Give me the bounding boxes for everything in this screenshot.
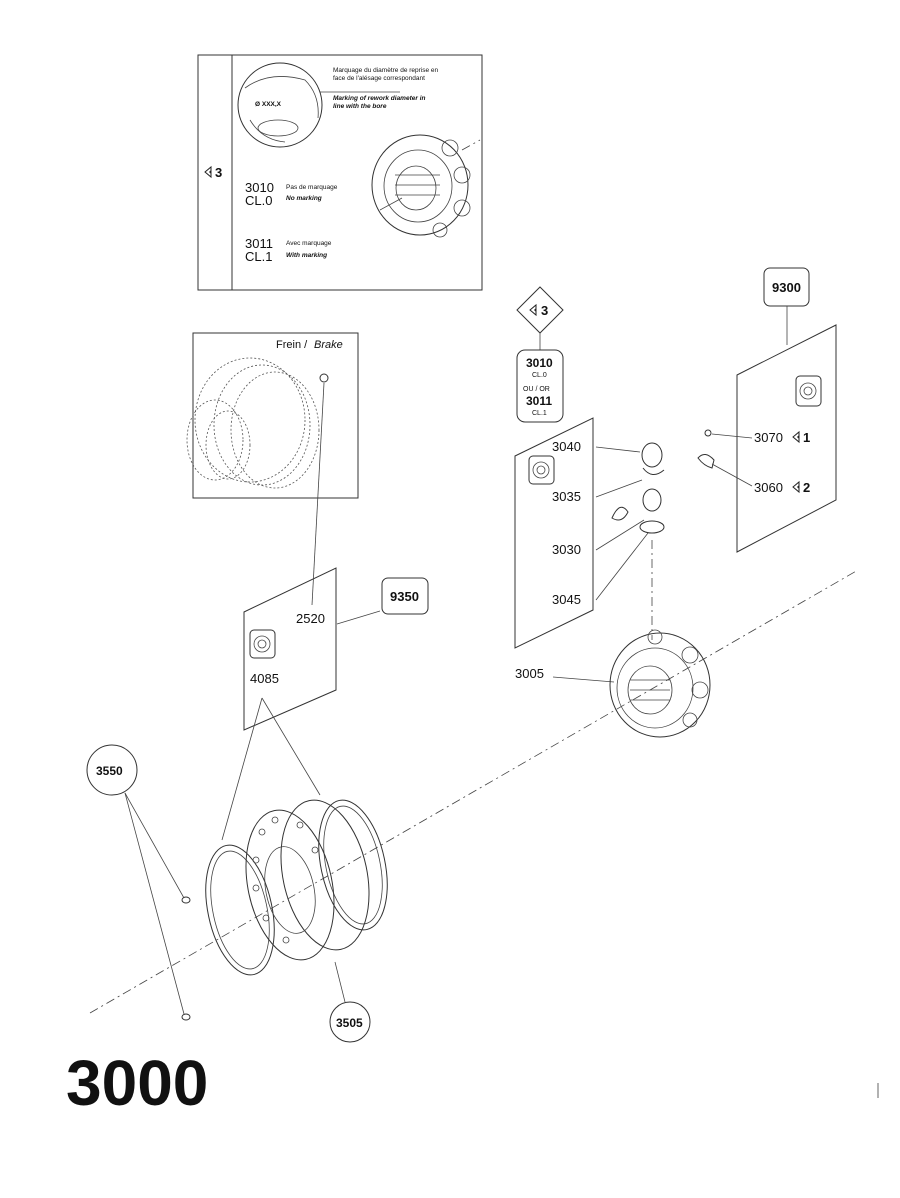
note-fr-line1: Marquage du diamètre de reprise en [333, 67, 439, 74]
screw-upper [181, 896, 191, 904]
kit-card-icon [528, 455, 555, 485]
variant-b-fr: Avec marquage [286, 240, 332, 247]
variant-a-en: No marking [286, 195, 322, 202]
detail-ref-number: 3 [215, 165, 222, 180]
seal-ring-right [318, 799, 388, 931]
center-class-a: CL.0 [532, 372, 547, 379]
bubble-3550: 3550 [96, 764, 123, 778]
housing-3505 [245, 799, 370, 961]
part-3070: 3070 [754, 430, 783, 445]
reference-diamond-icon [792, 480, 800, 494]
variant-a-fr: Pas de marquage [286, 184, 338, 191]
reference-diamond-icon [792, 430, 800, 444]
center-part-b: 3011 [526, 394, 552, 408]
bearing-detail-drawing [371, 134, 481, 238]
detail-box: 3 Ø XXX,X Marquage du diamètre de repris… [197, 54, 483, 291]
assembly-axis [89, 569, 859, 1014]
note-fr-line2: face de l'alésage correspondant [333, 75, 425, 82]
zoom-circle [237, 62, 323, 148]
center-ref-number: 3 [541, 303, 548, 318]
center-or-text: OU / OR [523, 386, 550, 393]
brake-title-fr: Frein / [276, 339, 308, 351]
center-diamond [516, 286, 564, 334]
kit-9350: 9350 [390, 589, 419, 604]
kit-card-icon [249, 629, 276, 659]
ref-3060: 2 [803, 480, 810, 495]
part-3030-shape [611, 506, 629, 521]
bubble-3505: 3505 [336, 1016, 363, 1030]
note-en-line2: line with the bore [333, 103, 387, 110]
part-3040-shape [641, 442, 663, 468]
variant-b-en: With marking [286, 252, 327, 259]
part-3060-shape [697, 454, 715, 469]
center-group: 3 3010 CL.0 OU / OR 3011 CL.1 3040 3035 … [514, 286, 711, 738]
center-part-a: 3010 [526, 356, 553, 370]
figure-number: 3000 [66, 1047, 208, 1119]
reference-diamond-icon [529, 303, 537, 317]
kit-9300: 9300 [772, 280, 801, 295]
screw-lower [181, 1013, 191, 1021]
brake-box: Frein / Brake [186, 332, 359, 499]
marking-text: Ø XXX,X [255, 101, 282, 108]
callout-3045: 3045 [552, 592, 581, 607]
ref-3070: 1 [803, 430, 810, 445]
part-3035-shape [642, 488, 662, 512]
right-group: 9300 3070 1 3060 2 [697, 267, 837, 553]
center-class-b: CL.1 [532, 410, 547, 417]
variant-b-part: 3011 [245, 236, 273, 251]
brake-title-en: Brake [314, 339, 343, 351]
part-3070-shape [704, 429, 712, 437]
callout-3035: 3035 [552, 489, 581, 504]
part-4085: 4085 [250, 671, 279, 686]
callout-3030: 3030 [552, 542, 581, 557]
callout-3005: 3005 [515, 666, 544, 681]
bearing-3005 [609, 629, 711, 738]
variant-a-class: CL.0 [245, 193, 272, 208]
part-2520: 2520 [296, 611, 325, 626]
part-3045-ring [639, 520, 665, 534]
reference-diamond-icon [204, 165, 212, 179]
kit-card-left: 2520 4085 [243, 382, 381, 731]
brake-screw [319, 373, 329, 383]
note-en-line1: Marking of rework diameter in [333, 95, 425, 102]
kit-9350-box: 9350 [381, 577, 429, 615]
seal-ring-left [205, 844, 275, 976]
variant-b-class: CL.1 [245, 249, 272, 264]
part-3060: 3060 [754, 480, 783, 495]
kit-card-icon [795, 375, 822, 407]
variant-a-part: 3010 [245, 180, 274, 195]
callout-3040: 3040 [552, 439, 581, 454]
left-assembly: 3550 3505 [86, 697, 388, 1043]
